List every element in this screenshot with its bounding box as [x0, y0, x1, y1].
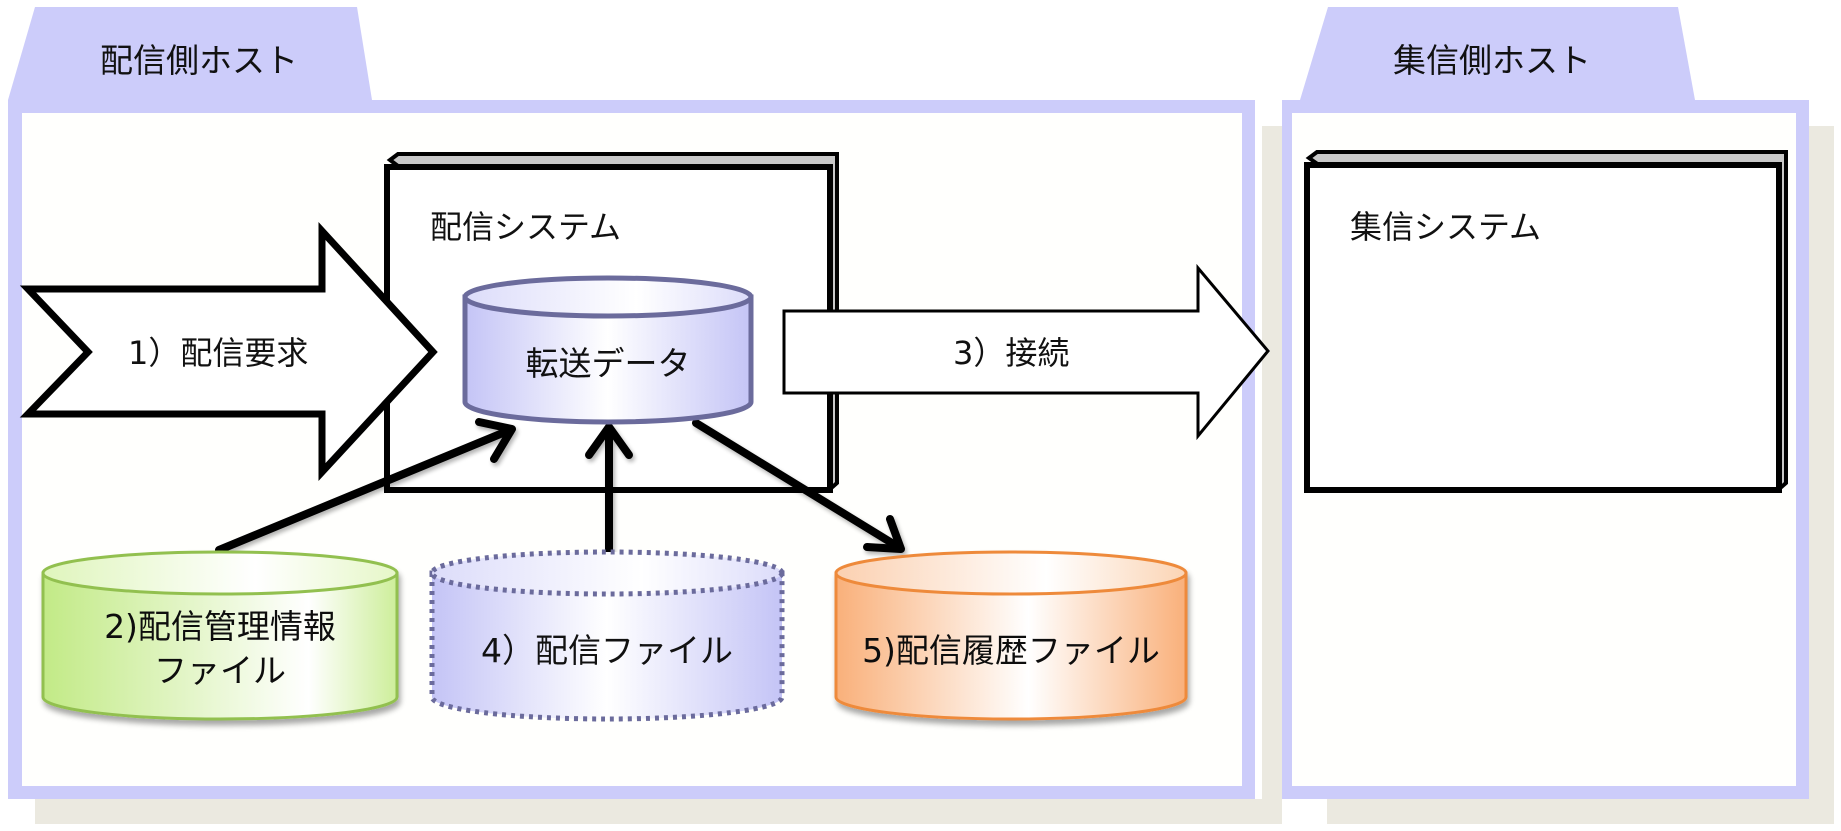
sender-host-label: 配信側ホスト — [100, 41, 298, 80]
distribution-system-label: 配信システム — [430, 208, 621, 246]
connector-distribution-to-transfer — [585, 423, 633, 556]
request-arrow-shape — [19, 222, 438, 481]
connect-flow-arrow[interactable]: 3）接続 — [782, 263, 1270, 441]
collection-system-box[interactable]: 集信システム — [1304, 150, 1788, 493]
distribution-file-label: 4）配信ファイル — [481, 631, 733, 670]
request-flow-label: 1）配信要求 — [128, 334, 308, 372]
sender-host-tab — [8, 7, 372, 100]
connect-arrow-shape — [782, 263, 1270, 441]
connector-management-to-transfer — [215, 418, 516, 554]
management-info-file-datastore[interactable]: 2)配信管理情報 ファイル — [41, 550, 399, 721]
distribution-file-datastore[interactable]: 4）配信ファイル — [429, 549, 785, 722]
connector-arrows — [215, 418, 905, 556]
transfer-data-label: 転送データ — [526, 344, 691, 383]
collection-system-label: 集信システム — [1350, 208, 1541, 246]
management-file-label-line2: ファイル — [154, 651, 286, 690]
history-file-datastore[interactable]: 5)配信履歴ファイル — [834, 550, 1188, 721]
connect-flow-label: 3）接続 — [953, 334, 1069, 372]
request-flow-arrow[interactable]: 1）配信要求 — [19, 222, 438, 481]
transfer-data-datastore[interactable]: 転送データ — [462, 275, 754, 425]
connector-transfer-to-history — [692, 419, 905, 553]
management-file-label-line1: 2)配信管理情報 — [104, 607, 336, 646]
receiver-host-tab — [1300, 7, 1695, 100]
history-file-label: 5)配信履歴ファイル — [862, 631, 1160, 670]
receiver-host-label: 集信側ホスト — [1393, 41, 1591, 80]
